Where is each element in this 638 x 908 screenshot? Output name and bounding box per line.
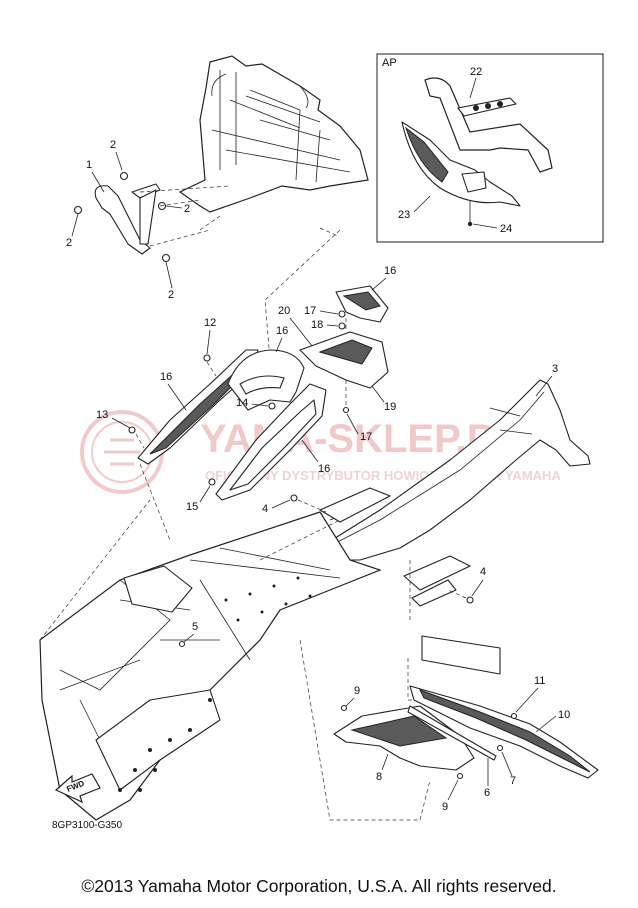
bolt-icon — [161, 253, 171, 263]
part-6-strip — [407, 705, 497, 761]
callout-18: 18 — [311, 319, 323, 331]
side-rail-group: 10 11 6 7 — [407, 635, 599, 799]
inset-skid-plate-shadow — [405, 126, 449, 183]
callout-16-top: 12 — [204, 317, 216, 329]
callout-5: 5 — [192, 621, 198, 633]
callout-2-right: 2 — [184, 203, 190, 215]
callout-13: 16 — [318, 463, 330, 475]
screw-icon — [203, 354, 211, 362]
inset-ap: AP 22 23 24 — [376, 53, 604, 243]
callout-4-left: 4 — [262, 503, 268, 515]
bolt-icon — [290, 494, 298, 502]
bolt-icon — [73, 205, 83, 215]
front-frame — [178, 55, 369, 213]
callout-23: 24 — [500, 223, 512, 235]
part-13-inner — [229, 399, 317, 491]
tread-holes — [118, 576, 312, 792]
callout-2-left: 2 — [66, 237, 72, 249]
footrest-group: 9 9 8 — [299, 639, 475, 821]
inset-skid-bracket — [461, 171, 487, 193]
part-12-shadow — [342, 291, 381, 311]
screw-icon — [342, 406, 350, 414]
callout-10: 10 — [558, 709, 570, 721]
callout-20: 20 — [278, 305, 290, 317]
part-19-cover — [299, 331, 389, 389]
part-1-bumper — [94, 185, 151, 255]
rear-cover-group: 16 17 18 19 20 17 — [278, 265, 396, 443]
callout-1: 1 — [86, 159, 92, 171]
forward-direction-icon: FWD — [54, 773, 101, 804]
callout-9-top: 9 — [354, 685, 360, 697]
part-8-shadow — [350, 715, 448, 747]
part-1-bracket-side — [139, 189, 157, 245]
callout-9-bottom: 9 — [442, 801, 448, 813]
callout-16-mid: 14 — [236, 397, 248, 409]
callout-2-bottom: 2 — [168, 289, 174, 301]
callout-21: 22 — [470, 66, 482, 78]
part-10-rail-inner — [418, 689, 591, 773]
screw-icon — [268, 402, 276, 410]
part-1-bumper-group: 1 2 2 2 2 — [66, 139, 231, 301]
part-19-shadow — [318, 339, 373, 365]
side-cover-group: 16 16 16 12 13 14 15 — [96, 317, 330, 541]
callout-3: 3 — [552, 363, 558, 375]
callout-17-top: 17 — [304, 305, 316, 317]
nut-icon — [338, 322, 346, 330]
part-15-inner — [239, 375, 285, 395]
part-3-mount-lower — [411, 579, 457, 607]
copyright-text: ©2013 Yamaha Motor Corporation, U.S.A. A… — [81, 876, 557, 896]
screw-icon — [338, 310, 346, 318]
screw-icon — [510, 712, 518, 720]
bolt-icon — [466, 596, 474, 604]
callout-2-top: 2 — [110, 139, 116, 151]
part-24-decal — [421, 635, 501, 675]
screw-icon — [456, 772, 464, 780]
callout-12: 16 — [384, 265, 396, 277]
bolt-icon — [119, 171, 129, 181]
inset-bumper-part — [424, 77, 553, 173]
callout-8: 8 — [376, 771, 382, 783]
inset-label: AP — [382, 57, 397, 69]
inset-skid-plate-part — [401, 121, 521, 207]
screw-icon — [496, 744, 504, 752]
callout-19: 19 — [384, 401, 396, 413]
callout-7: 7 — [510, 775, 516, 787]
screw-icon — [178, 640, 186, 648]
chassis-mount — [123, 565, 193, 613]
callout-17-bottom: 17 — [360, 431, 372, 443]
callout-11: 11 — [534, 675, 545, 687]
screw-icon — [340, 704, 348, 712]
part-1-bracket-top — [131, 183, 161, 199]
callout-16-bottom: 15 — [186, 501, 198, 513]
callout-15: 16 — [276, 325, 288, 337]
part-3-mount-right — [403, 555, 471, 591]
part-3-mount-left — [319, 487, 391, 523]
callout-6: 6 — [484, 787, 490, 799]
diagram-code: 8GP3100-G350 — [52, 820, 122, 831]
part-3-rack — [315, 379, 591, 561]
part-3-rear-bumper: 3 4 4 — [262, 363, 591, 620]
screw-icon — [128, 426, 136, 434]
callout-16-left: 13 — [96, 409, 108, 421]
callout-4-right: 4 — [480, 566, 486, 578]
main-chassis: 5 — [39, 499, 382, 821]
screw-icon — [208, 478, 216, 486]
callout-22: 23 — [398, 209, 410, 221]
inset-frame — [376, 53, 604, 243]
front-frame-part — [178, 55, 369, 213]
callout-14: 16 — [160, 371, 172, 383]
